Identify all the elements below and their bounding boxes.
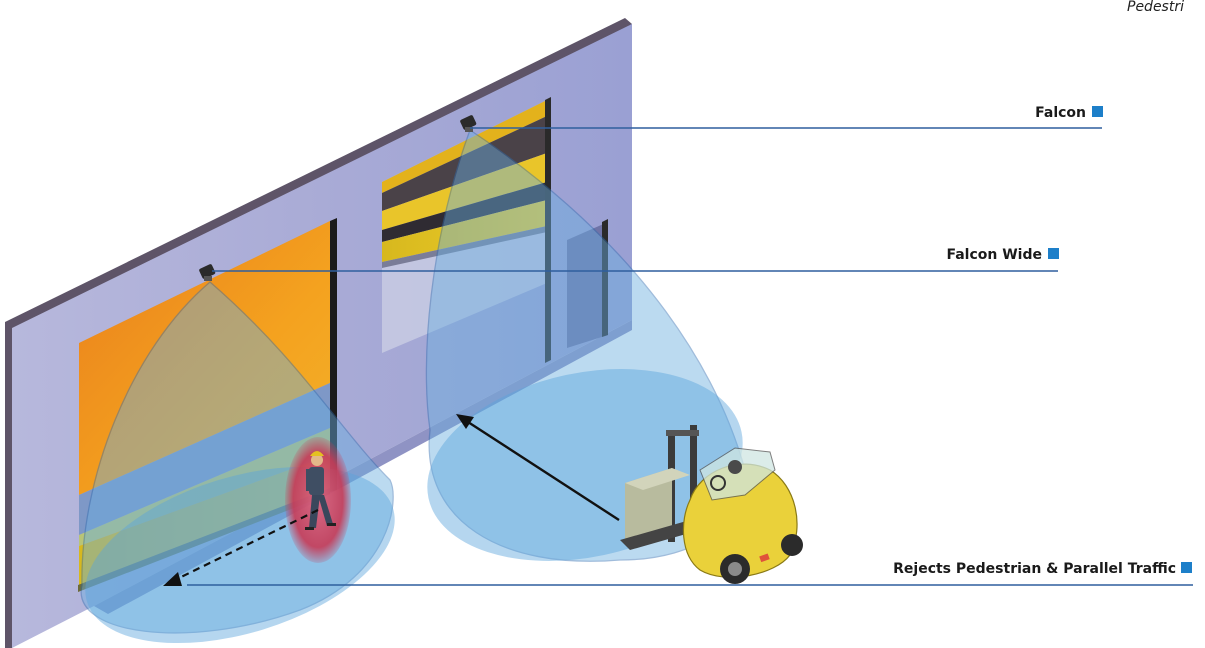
forklift [620,425,803,584]
left-door [78,218,337,592]
falcon-sensor-icon [460,115,477,132]
callout-falcon: Falcon [470,105,1103,129]
callout-label-rejects-traffic: Rejects Pedestrian & Parallel Traffic [893,561,1176,577]
pedestrian [285,437,351,563]
callout-label-falcon-wide: Falcon Wide [946,247,1042,263]
pedestrian-path-arrow [163,509,319,586]
corner-label: Pedestri [1127,0,1184,15]
forklift-path-arrow [456,414,620,522]
callout-rejects-traffic: Rejects Pedestrian & Parallel Traffic [187,561,1193,586]
callout-marker-icon [1048,248,1059,259]
falcon-wide-sensor-icon [199,264,216,281]
callout-label-falcon: Falcon [1035,105,1086,121]
right-door [382,97,608,363]
callout-marker-icon [1181,562,1192,573]
callout-marker-icon [1092,106,1103,117]
callout-falcon-wide: Falcon Wide [212,247,1059,272]
